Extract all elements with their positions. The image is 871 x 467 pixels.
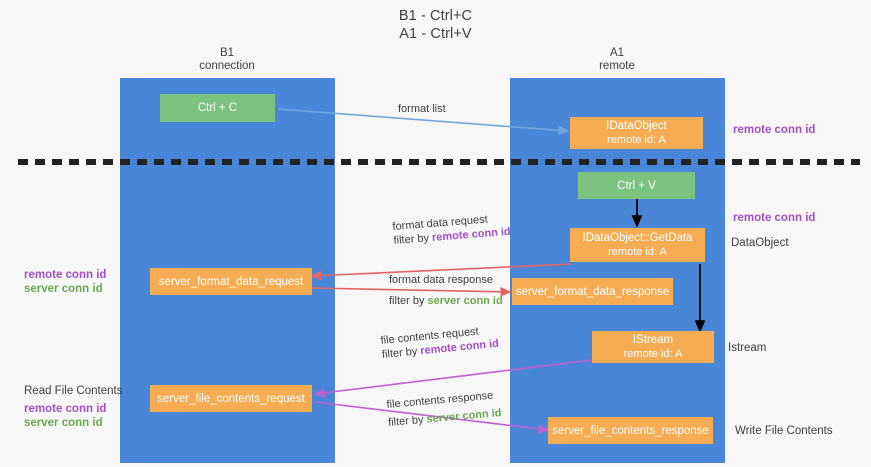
annotation-left-read-file-contents: Read File Contents bbox=[24, 385, 123, 397]
node-getdata-line1: IDataObject::GetData bbox=[582, 232, 693, 244]
node-istream-line1: IStream bbox=[632, 334, 674, 346]
column-header-b1: B1 connection bbox=[147, 47, 307, 73]
annotation-left-server-conn-id-2: server conn id bbox=[24, 417, 103, 429]
edge-label-format-list: format list bbox=[398, 103, 446, 115]
edge-label-format-data-response-main: format data response bbox=[389, 274, 493, 286]
annotation-right-istream: Istream bbox=[728, 342, 767, 354]
node-server-file-contents-request[interactable]: server_file_contents_request bbox=[150, 385, 312, 412]
annotation-right-dataobject: DataObject bbox=[731, 237, 789, 249]
column-header-a1-role: remote bbox=[599, 60, 635, 72]
edge-label-file-contents-request: file contents request filter by remote c… bbox=[380, 323, 500, 362]
annotation-left-server-conn-id: server conn id bbox=[24, 283, 103, 295]
node-server-file-contents-response[interactable]: server_file_contents_response bbox=[548, 417, 713, 444]
annotation-left-remote-conn-id: remote conn id bbox=[24, 269, 107, 281]
annotation-left-remote-conn-id-2: remote conn id bbox=[24, 403, 107, 415]
column-header-a1: A1 remote bbox=[537, 47, 697, 73]
node-idataobject-getdata[interactable]: IDataObject::GetData remote id: A bbox=[570, 228, 705, 262]
node-ctrl-c[interactable]: Ctrl + C bbox=[160, 94, 275, 122]
node-server-format-data-request-label: server_format_data_request bbox=[158, 275, 304, 288]
node-ctrl-v-label: Ctrl + V bbox=[617, 179, 656, 192]
node-istream-line2: remote id: A bbox=[623, 348, 683, 360]
column-header-a1-name: A1 bbox=[609, 47, 625, 59]
node-idataobject-line1: IDataObject bbox=[606, 120, 667, 132]
node-idataobject-line2: remote id: A bbox=[607, 134, 666, 146]
filter-key-server-conn-id-1: server conn id bbox=[427, 295, 503, 307]
node-server-format-data-request[interactable]: server_format_data_request bbox=[150, 268, 312, 295]
node-server-format-data-response-label: server_format_data_response bbox=[515, 285, 670, 298]
node-istream[interactable]: IStream remote id: A bbox=[592, 331, 714, 363]
node-ctrl-c-label: Ctrl + C bbox=[197, 102, 238, 114]
column-header-b1-name: B1 bbox=[219, 47, 235, 59]
node-server-file-contents-response-label: server_file_contents_response bbox=[552, 424, 709, 437]
edge-label-file-contents-response: file contents response filter by server … bbox=[386, 388, 502, 430]
page-title-line1: B1 - Ctrl+C bbox=[398, 8, 473, 24]
edge-label-format-data-response-filter: filter by server conn id bbox=[389, 295, 503, 307]
page-title-line2: A1 - Ctrl+V bbox=[399, 26, 472, 42]
node-idataobject[interactable]: IDataObject remote id: A bbox=[570, 117, 703, 149]
annotation-right-remote-conn-id-top: remote conn id bbox=[733, 124, 816, 136]
node-getdata-line2: remote id: A bbox=[608, 246, 667, 258]
node-server-file-contents-request-label: server_file_contents_request bbox=[157, 392, 305, 405]
node-ctrl-v[interactable]: Ctrl + V bbox=[578, 172, 695, 199]
column-header-b1-role: connection bbox=[199, 60, 255, 72]
annotation-right-remote-conn-id-mid: remote conn id bbox=[733, 212, 816, 224]
edge-label-format-data-response: format data response filter by server co… bbox=[389, 273, 503, 308]
annotation-right-write-file-contents: Write File Contents bbox=[735, 425, 833, 437]
edge-label-format-data-request: format data request filter by remote con… bbox=[392, 211, 511, 248]
filter-key-server-conn-id-2: server conn id bbox=[426, 407, 502, 426]
node-server-format-data-response[interactable]: server_format_data_response bbox=[512, 278, 673, 305]
